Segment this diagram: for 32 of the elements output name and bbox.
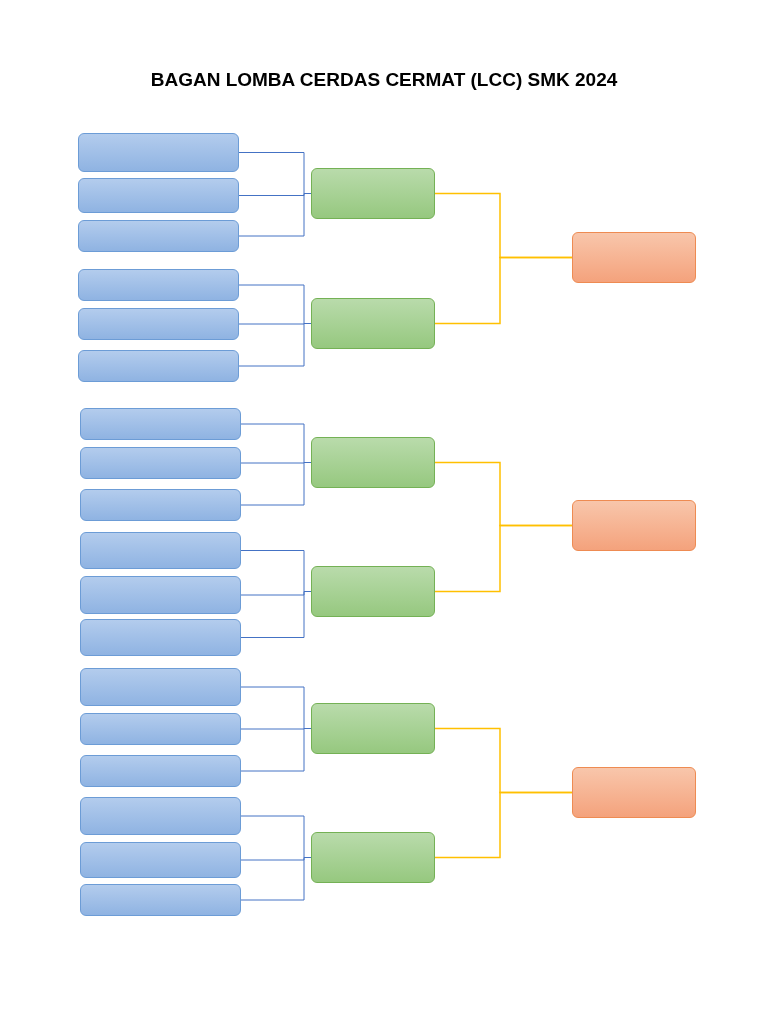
entry-slot	[80, 532, 241, 569]
entry-slot	[80, 755, 241, 787]
entry-slot	[80, 842, 241, 878]
entry-slot	[78, 308, 239, 340]
entry-slot	[80, 408, 241, 440]
bracket-line	[434, 524, 573, 593]
round-two-slot	[311, 298, 435, 349]
round-two-slot	[311, 703, 435, 754]
round-two-slot	[311, 566, 435, 617]
final-slot	[572, 500, 696, 551]
entry-slot	[78, 178, 239, 213]
bracket-line	[434, 791, 573, 859]
entry-slot	[78, 269, 239, 301]
entry-slot	[80, 668, 241, 706]
entry-slot	[80, 884, 241, 916]
bracket-line	[240, 591, 312, 638]
entry-slot	[80, 797, 241, 835]
entry-slot	[80, 576, 241, 614]
entry-slot	[78, 350, 239, 382]
entry-slot	[80, 713, 241, 745]
entry-slot	[78, 133, 239, 172]
final-slot	[572, 767, 696, 818]
diagram-title: BAGAN LOMBA CERDAS CERMAT (LCC) SMK 2024	[150, 68, 618, 92]
entry-slot	[78, 220, 239, 252]
entry-slot	[80, 447, 241, 479]
final-slot	[572, 232, 696, 283]
entry-slot	[80, 489, 241, 521]
bracket-line	[434, 256, 573, 325]
round-two-slot	[311, 437, 435, 488]
entry-slot	[80, 619, 241, 656]
round-two-slot	[311, 832, 435, 883]
round-two-slot	[311, 168, 435, 219]
